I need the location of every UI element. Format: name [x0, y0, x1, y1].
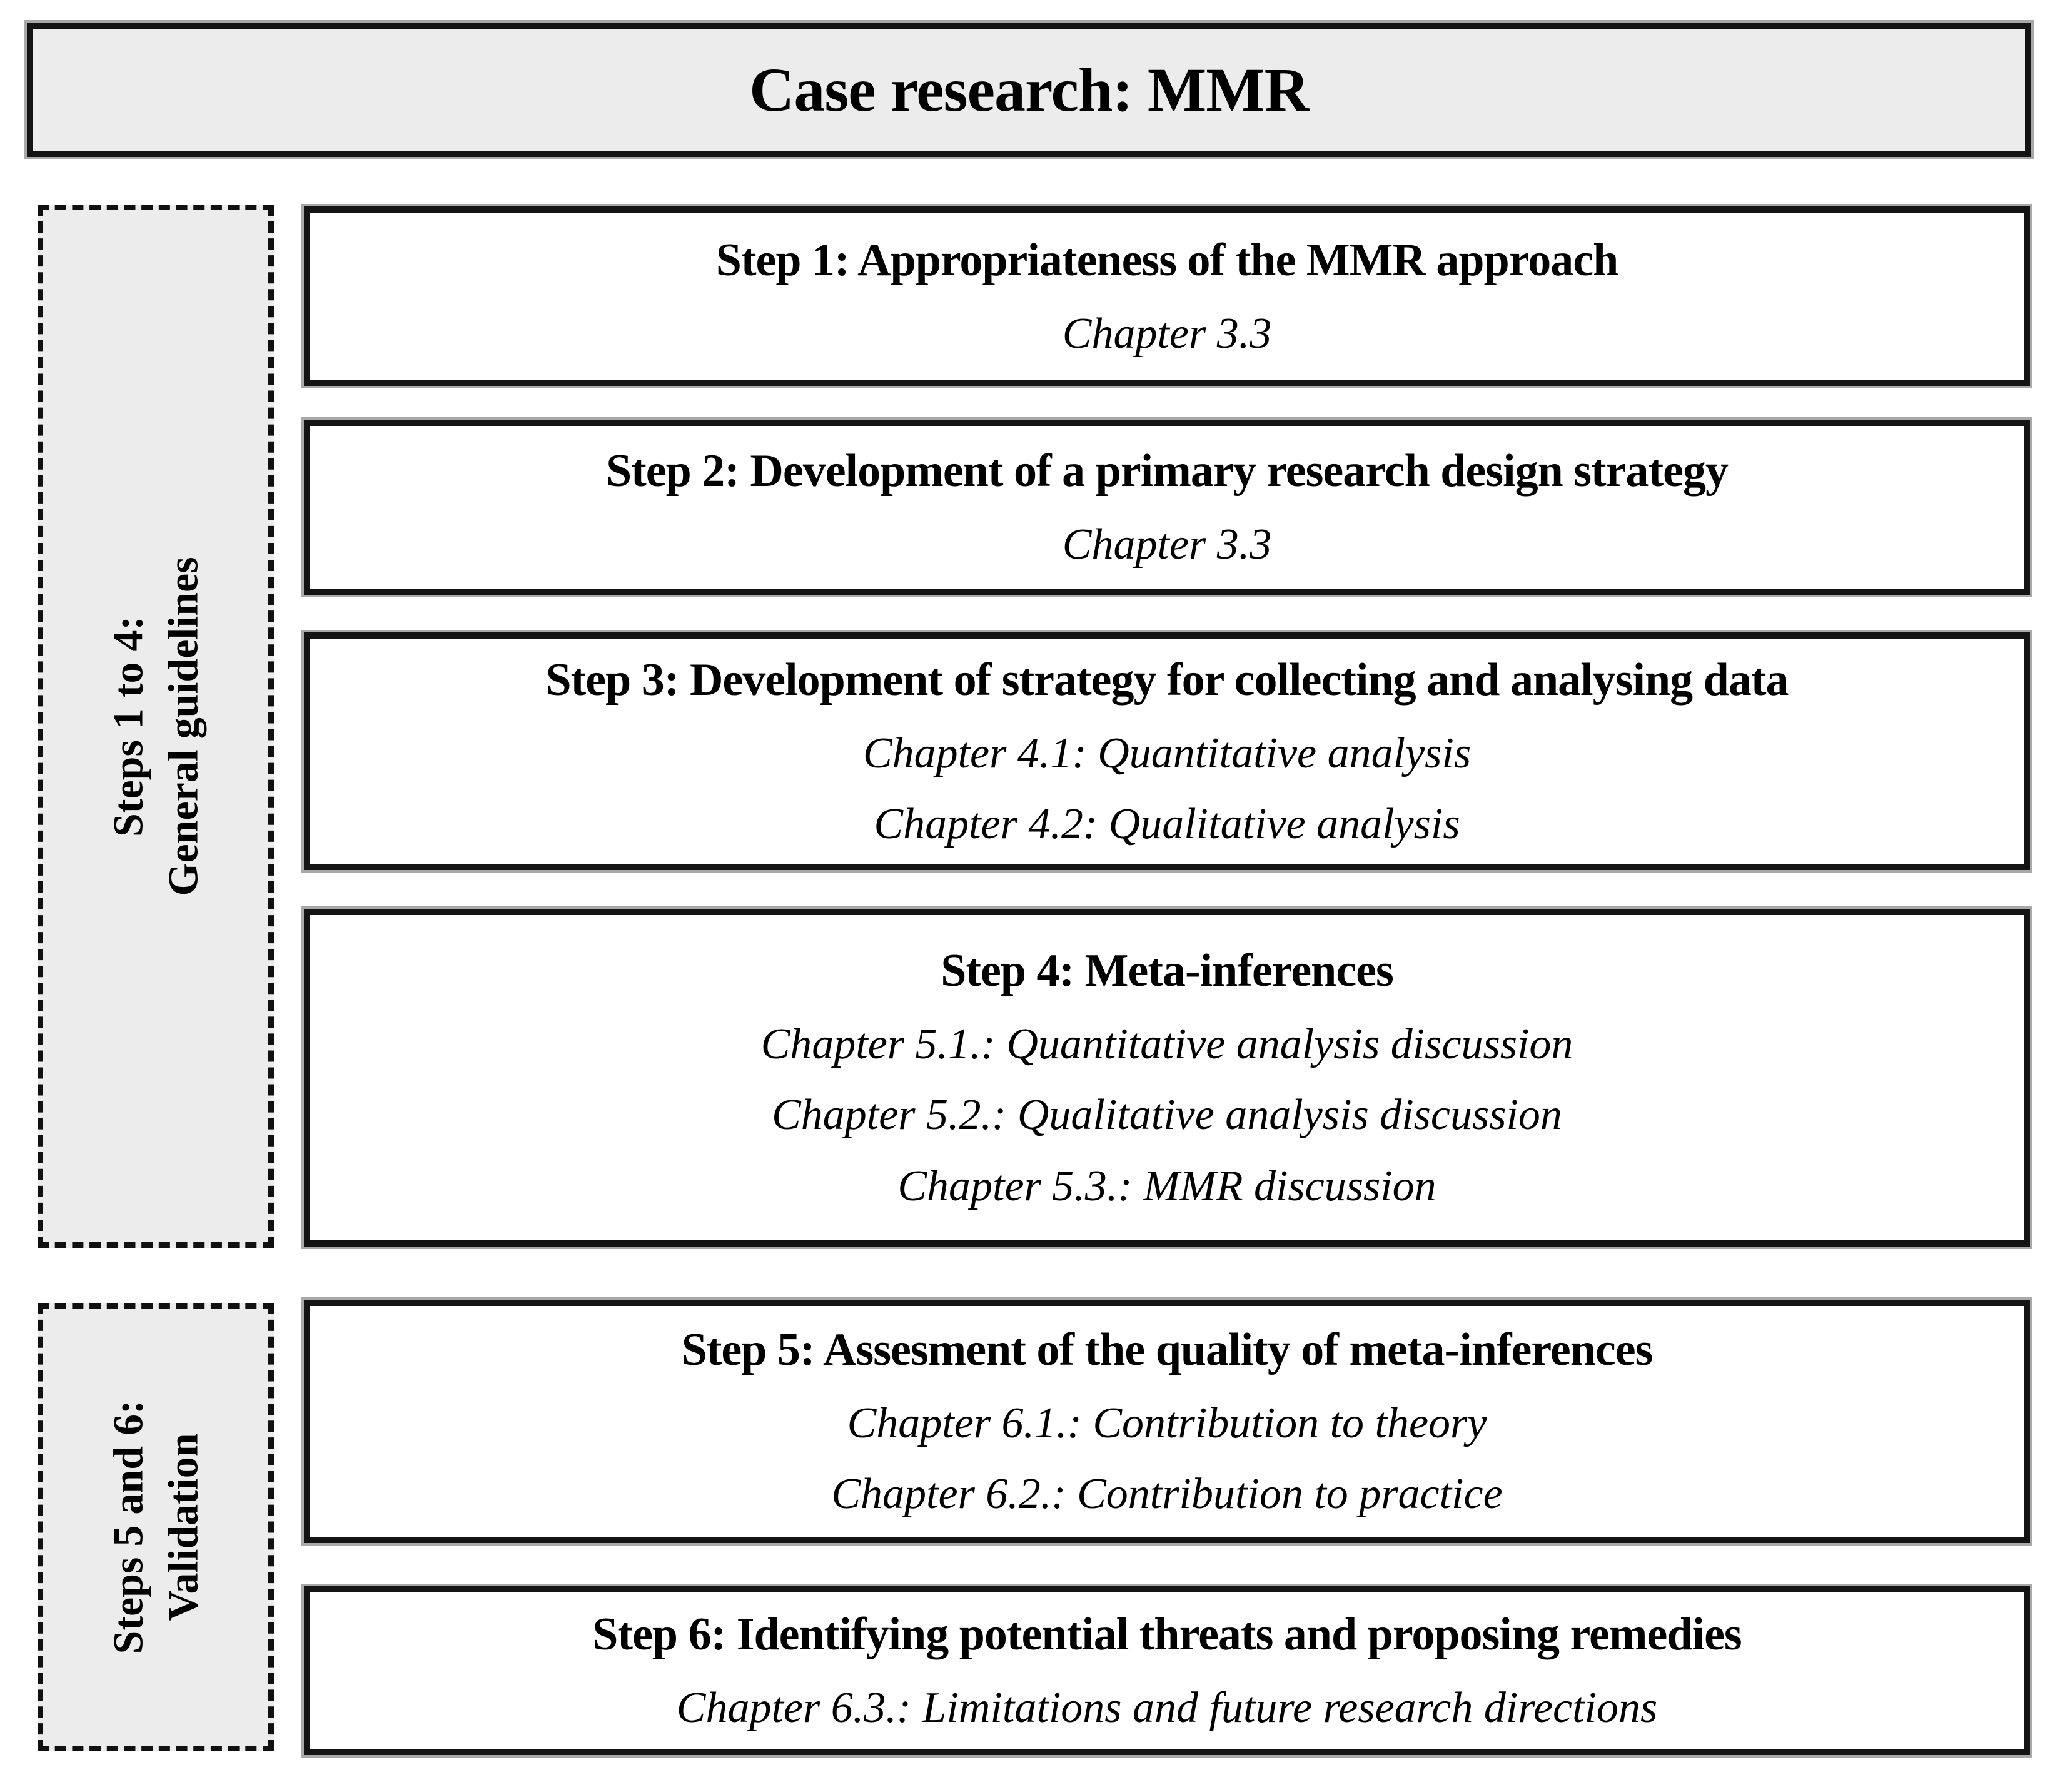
step-2-box: Step 2: Development of a primary researc… — [304, 420, 2030, 595]
step-5-chapter-1: Chapter 6.1.: Contribution to theory — [847, 1399, 1487, 1448]
sidebar-group-2-label-line2: Validation — [159, 1433, 207, 1621]
step-6-box: Step 6: Identifying potential threats an… — [304, 1586, 2030, 1755]
step-2-chapter-1: Chapter 3.3 — [1062, 520, 1272, 569]
step-6-heading: Step 6: Identifying potential threats an… — [592, 1609, 1742, 1661]
step-4-chapter-3: Chapter 5.3.: MMR discussion — [897, 1162, 1436, 1210]
step-4-chapter-2: Chapter 5.2.: Qualitative analysis discu… — [772, 1091, 1562, 1140]
sidebar-group-steps-1-to-4: Steps 1 to 4: General guidelines — [38, 205, 274, 1248]
step-4-box: Step 4: Meta-inferences Chapter 5.1.: Qu… — [304, 909, 2030, 1247]
sidebar-group-1-label-line1: Steps 1 to 4: — [104, 615, 152, 837]
diagram-title: Case research: MMR — [749, 55, 1310, 124]
step-4-heading: Step 4: Meta-inferences — [941, 944, 1394, 996]
step-3-box: Step 3: Development of strategy for coll… — [304, 632, 2030, 870]
step-2-heading: Step 2: Development of a primary researc… — [605, 445, 1729, 497]
sidebar-group-2-label: Steps 5 and 6: Validation — [101, 1400, 211, 1654]
step-4-chapter-1: Chapter 5.1.: Quantitative analysis disc… — [760, 1020, 1573, 1068]
step-1-chapter-1: Chapter 3.3 — [1062, 309, 1272, 358]
step-6-chapter-1: Chapter 6.3.: Limitations and future res… — [676, 1684, 1658, 1733]
sidebar-group-1-label-line2: General guidelines — [159, 556, 208, 896]
step-1-heading: Step 1: Appropriateness of the MMR appro… — [715, 234, 1618, 286]
sidebar-group-steps-5-and-6: Steps 5 and 6: Validation — [38, 1303, 274, 1751]
step-5-chapter-2: Chapter 6.2.: Contribution to practice — [831, 1470, 1503, 1519]
step-5-box: Step 5: Assesment of the quality of meta… — [304, 1300, 2030, 1543]
step-5-heading: Step 5: Assesment of the quality of meta… — [681, 1324, 1654, 1376]
step-3-chapter-1: Chapter 4.1: Quantitative analysis — [862, 729, 1472, 777]
sidebar-group-1-label: Steps 1 to 4: General guidelines — [101, 557, 211, 896]
title-box: Case research: MMR — [27, 23, 2031, 157]
step-1-box: Step 1: Appropriateness of the MMR appro… — [304, 206, 2030, 386]
sidebar-group-2-label-line1: Steps 5 and 6: — [104, 1400, 152, 1654]
step-3-heading: Step 3: Development of strategy for coll… — [545, 654, 1789, 706]
step-3-chapter-2: Chapter 4.2: Qualitative analysis — [874, 799, 1460, 848]
